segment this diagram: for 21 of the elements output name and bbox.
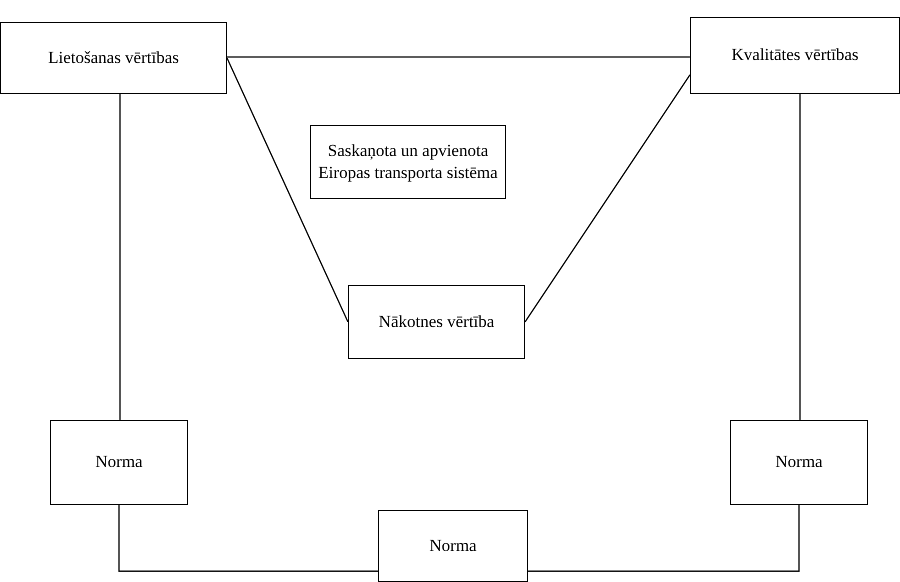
process-box: [690, 17, 900, 94]
connector-line: [227, 56, 690, 58]
process-box: [348, 285, 525, 359]
node-label: Nākotnes vērtība: [378, 310, 494, 333]
connector-line: [528, 505, 800, 572]
node-label: Norma: [429, 534, 477, 557]
process-box: [310, 125, 506, 199]
process-box: [50, 420, 188, 505]
connector-line: [799, 94, 801, 420]
process-box: [730, 420, 868, 505]
node-label: Kvalitātes vērtības: [732, 44, 858, 66]
node-label: Saskaņota un apvienota Eiropas transporta sistēma: [317, 140, 499, 184]
node-label: Norma: [775, 451, 823, 474]
process-box: [378, 510, 528, 582]
connector-line: [226, 58, 349, 322]
node-label: Lietošanas vērtības: [48, 46, 179, 69]
connector-line: [524, 74, 691, 322]
connector-line: [119, 94, 121, 420]
process-box: [0, 22, 227, 94]
connector-line: [118, 505, 378, 572]
node-label: Norma: [95, 451, 143, 474]
